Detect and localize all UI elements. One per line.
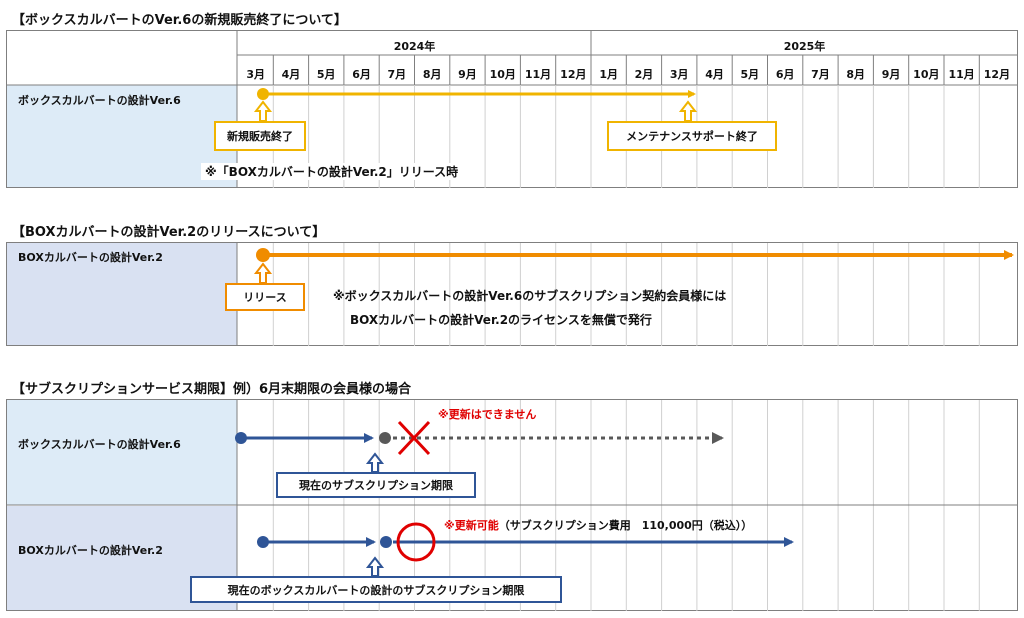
month-header-label: 12月: [560, 68, 587, 81]
month-header-label: 2月: [634, 68, 654, 81]
renewal-possible-circle-icon: [396, 522, 436, 562]
ver6-current-expiry-marker: [379, 432, 391, 444]
month-header-label: 8月: [846, 68, 866, 81]
section1-label-cell: [7, 85, 237, 187]
month-header-label: 11月: [524, 68, 552, 81]
end-support-pointer-icon: [678, 100, 698, 122]
end-sales-callout: 新規販売終了: [214, 121, 306, 151]
section1-row-label: ボックスカルバートの設計Ver.6: [18, 94, 181, 107]
month-header-label: 5月: [316, 68, 336, 81]
section3-row2-label: BOXカルバートの設計Ver.2: [18, 544, 163, 557]
current-expiry-pointer-icon: [365, 452, 385, 473]
current-expiry2-callout: 現在のボックスカルバートの設計のサブスクリプション期限: [190, 576, 562, 603]
month-header-label: 9月: [458, 68, 477, 81]
section3-heading: 【サブスクリプションサービス期限】例）6月末期限の会員様の場合: [12, 382, 412, 397]
renewal-note: ※更新可能（サブスクリプション費用 110,000円（税込））: [444, 517, 752, 533]
month-header-label: 4月: [281, 68, 301, 81]
year-2024-label: 2024年: [393, 40, 436, 53]
section2-table: [6, 242, 1018, 346]
section3-row1-label-cell: [7, 400, 237, 505]
month-header-label: 9月: [881, 68, 901, 81]
renewal-possible-label: ※更新可能: [444, 519, 499, 532]
ver2-current-expiry-marker: [380, 536, 392, 548]
release-callout: リリース: [225, 283, 305, 311]
month-header-label: 11月: [948, 68, 975, 81]
month-header-label: 1月: [599, 68, 618, 81]
section2-row-label: BOXカルバートの設計Ver.2: [18, 251, 163, 264]
ver2-subscription-start-marker: [257, 536, 269, 548]
month-header-label: 10月: [489, 68, 516, 81]
month-header-label: 3月: [246, 68, 265, 81]
ver6-start-marker: [257, 88, 269, 100]
month-header-label: 7月: [811, 68, 830, 81]
ver6-subscription-start-marker: [235, 432, 247, 444]
section3-row1-label: ボックスカルバートの設計Ver.6: [18, 438, 181, 451]
section1-heading: 【ボックスカルバートのVer.6の新規販売終了について】: [12, 13, 347, 28]
release-pointer-icon: [253, 262, 273, 284]
month-header-label: 6月: [775, 68, 795, 81]
free-license-note-line1: ※ボックスカルバートの設計Ver.6のサブスクリプション契約会員様には: [333, 289, 727, 303]
end-sales-pointer-icon: [253, 100, 273, 122]
current-expiry2-pointer-icon: [365, 556, 385, 577]
month-header-label: 6月: [352, 68, 371, 81]
month-header-label: 7月: [387, 68, 407, 81]
no-renewal-note: ※更新はできません: [438, 408, 537, 421]
month-header-label: 3月: [669, 68, 689, 81]
month-header-label: 10月: [913, 68, 940, 81]
section1-table: [6, 30, 1018, 188]
month-header-label: 5月: [740, 68, 760, 81]
release-note: ※「BOXカルバートの設計Ver.2」リリース時: [201, 163, 463, 180]
month-header-label: 4月: [705, 68, 724, 81]
current-expiry-callout: 現在のサブスクリプション期限: [276, 472, 476, 498]
month-header-label: 8月: [422, 68, 442, 81]
renewal-fee-detail: （サブスクリプション費用 110,000円（税込））: [498, 519, 753, 532]
month-header-label: 12月: [983, 68, 1011, 81]
no-renewal-cross-icon: [397, 420, 431, 456]
year-2025-label: 2025年: [783, 40, 826, 53]
ver2-release-marker: [256, 248, 270, 262]
free-license-note-line2: BOXカルバートの設計Ver.2のライセンスを無償で発行: [350, 313, 652, 327]
end-support-callout: メンテナンスサポート終了: [607, 121, 777, 151]
section2-heading: 【BOXカルバートの設計Ver.2のリリースについて】: [12, 225, 326, 240]
section2-label-cell: [7, 243, 237, 345]
